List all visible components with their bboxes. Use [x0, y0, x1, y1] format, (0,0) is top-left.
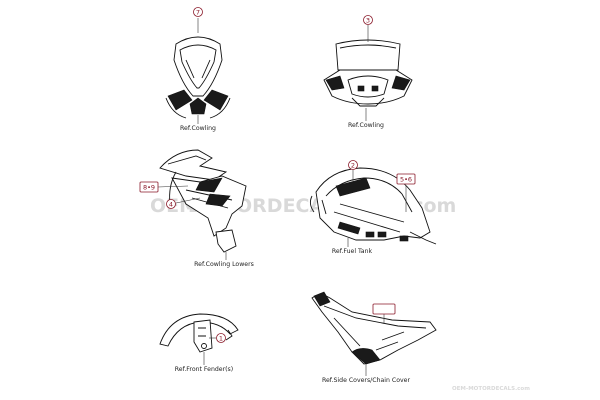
callout-4-number: 4: [169, 200, 173, 208]
callout-3: 3: [363, 15, 373, 42]
callout-1-number: 1: [219, 334, 223, 342]
watermark-footer: OEM-MOTORDECALS.com: [452, 386, 530, 392]
fuel-tank-drawing: [309, 167, 437, 245]
callout-7-number: 7: [196, 8, 200, 16]
ref-side-covers: Ref.Side Covers/Chain Cover: [322, 377, 411, 384]
callout-8-9-number: 8•9: [143, 183, 155, 191]
ref-cowling-lowers: Ref.Cowling Lowers: [194, 261, 254, 268]
ref-cowling-2: Ref.Cowling: [348, 122, 384, 129]
front-fender-drawing: [159, 313, 239, 353]
side-covers-drawing: [311, 291, 437, 365]
cowling-top-drawing: [165, 36, 231, 119]
callout-2: 2: [348, 160, 358, 182]
ref-front-fender: Ref.Front Fender(s): [175, 366, 233, 373]
callout-5-6: 5•6: [396, 173, 416, 212]
cowling-lowers-drawing: [159, 149, 247, 253]
callout-4: 4: [166, 197, 201, 209]
cowling-screen-drawing: [323, 39, 413, 107]
callout-10-11: [372, 303, 396, 324]
callout-3-number: 3: [366, 16, 370, 24]
ref-fuel-tank: Ref.Fuel Tank: [332, 248, 373, 255]
ref-cowling-1: Ref.Cowling: [180, 125, 216, 132]
callout-7: 7: [193, 7, 203, 33]
callout-8-9: 8•9: [139, 181, 189, 193]
callout-5-6-number: 5•6: [400, 175, 412, 183]
callout-1: 1: [209, 333, 226, 343]
callout-2-number: 2: [351, 161, 355, 169]
